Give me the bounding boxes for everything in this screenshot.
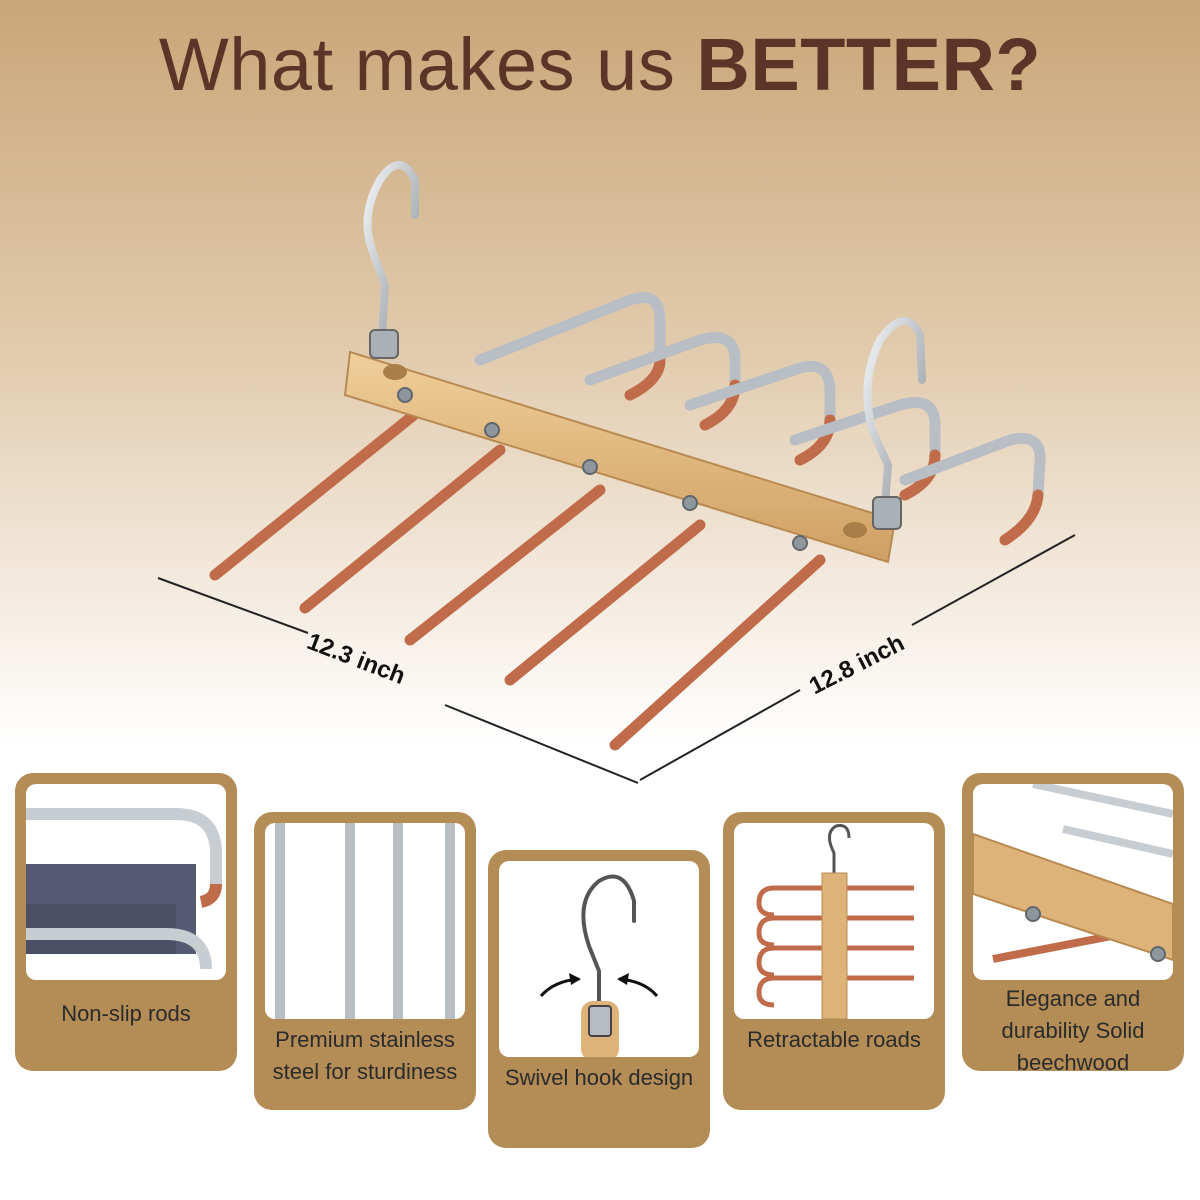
wooden-bar bbox=[343, 350, 897, 564]
feature-caption: Swivel hook design bbox=[504, 1065, 694, 1090]
rods bbox=[209, 292, 1046, 751]
rod-closeup-photo bbox=[26, 784, 226, 980]
headline-emphasis: BETTER? bbox=[696, 23, 1042, 106]
hanger-product-image bbox=[157, 161, 1076, 784]
headline: What makes us BETTER? bbox=[0, 22, 1200, 107]
hooks bbox=[363, 161, 926, 509]
feature-caption: Retractable roads bbox=[747, 1027, 921, 1052]
feature-card-non-slip: Non-slip rods bbox=[15, 773, 237, 1071]
feature-card-beechwood: Elegance and durability Solid beechwood bbox=[962, 773, 1184, 1075]
feature-caption: Non-slip rods bbox=[61, 1001, 191, 1026]
feature-card-retractable: Retractable roads bbox=[723, 812, 945, 1110]
beechwood-photo bbox=[973, 784, 1173, 980]
feature-card-swivel: Swivel hook design bbox=[488, 850, 710, 1148]
feature-card-steel: Premium stainless steel for sturdiness bbox=[254, 812, 476, 1110]
swivel-hook-photo bbox=[499, 861, 699, 1057]
feature-caption: Premium stainless steel for sturdiness bbox=[272, 1027, 458, 1084]
feature-caption: Elegance and durability Solid beechwood bbox=[1001, 986, 1145, 1075]
steel-rods-photo bbox=[265, 823, 465, 1019]
headline-prefix: What makes us bbox=[158, 23, 697, 106]
dimension-lines bbox=[157, 534, 1076, 784]
retractable-rack-photo bbox=[734, 823, 934, 1019]
